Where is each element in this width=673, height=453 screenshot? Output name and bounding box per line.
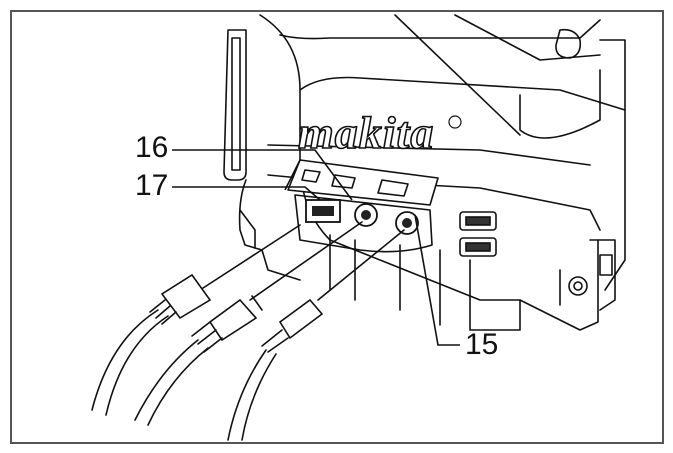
leader-line-17 [172,186,321,201]
callout-16: 16 [135,131,169,164]
aux-port [354,203,378,227]
dc-cable [227,229,405,441]
dc-in-port [395,211,419,235]
usb-port [305,199,341,223]
leader-line-16 [172,149,353,201]
side-button-lower [459,237,497,257]
port-cover-flap [284,159,439,206]
usb-cable [91,224,301,416]
screw-head [568,276,588,296]
callout-15: 15 [465,328,499,361]
aux-cable [134,221,363,426]
registered-mark-icon [448,115,462,129]
makita-logo: makita [298,107,434,158]
callout-17: 17 [135,169,169,202]
device-handle-slot [223,29,247,181]
figure-border [10,10,664,444]
side-button-upper [459,211,497,231]
leader-line-15 [414,214,460,346]
port-recess [294,194,433,253]
